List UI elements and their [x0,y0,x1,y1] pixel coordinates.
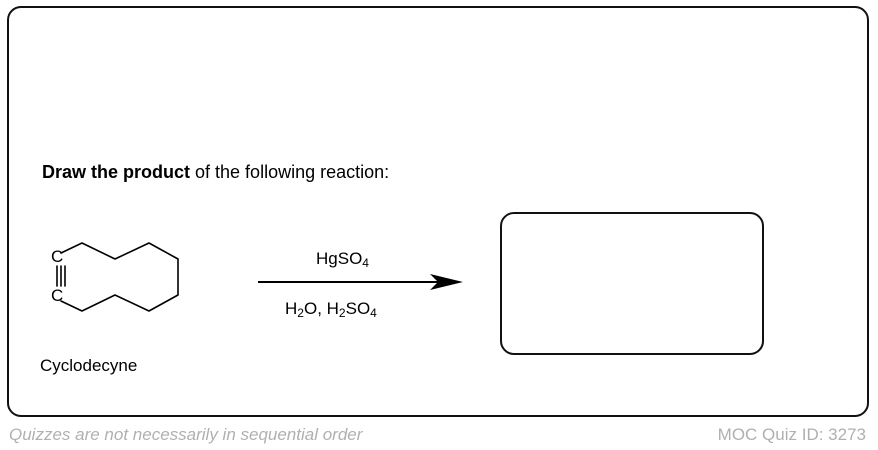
reagent-text: HgSO [316,249,363,268]
reagent-text-1: H [285,299,298,318]
reagent-sub-1: 2 [297,306,304,320]
reagent-above-arrow: HgSO4 [316,249,369,269]
prompt-bold-text: Draw the product [42,162,191,182]
quiz-id-label: MOC Quiz ID: 3273 [717,425,866,444]
ring-bonds [60,242,179,312]
reactant-name: Cyclodecyne [40,356,138,375]
product-answer-box[interactable] [500,212,764,355]
footer-note: Quizzes are not necessarily in sequentia… [9,425,363,444]
reagent-text-2: O, H [303,299,339,318]
cyclodecyne-structure [56,242,179,312]
question-prompt: Draw the product of the following reacti… [42,161,389,183]
atom-label-top: C [51,247,64,266]
reagent-sub-3: 4 [370,306,377,320]
quiz-card [7,6,869,417]
reaction-arrow [258,274,463,290]
reagent-text-3: SO [345,299,371,318]
reagent-sub-2: 2 [338,306,346,320]
prompt-rest-text: of the following reaction: [190,162,390,182]
reagent-subscript: 4 [362,256,369,270]
reagent-below-arrow: H2O, H2SO4 [285,299,377,319]
atom-label-bottom: C [51,286,64,305]
